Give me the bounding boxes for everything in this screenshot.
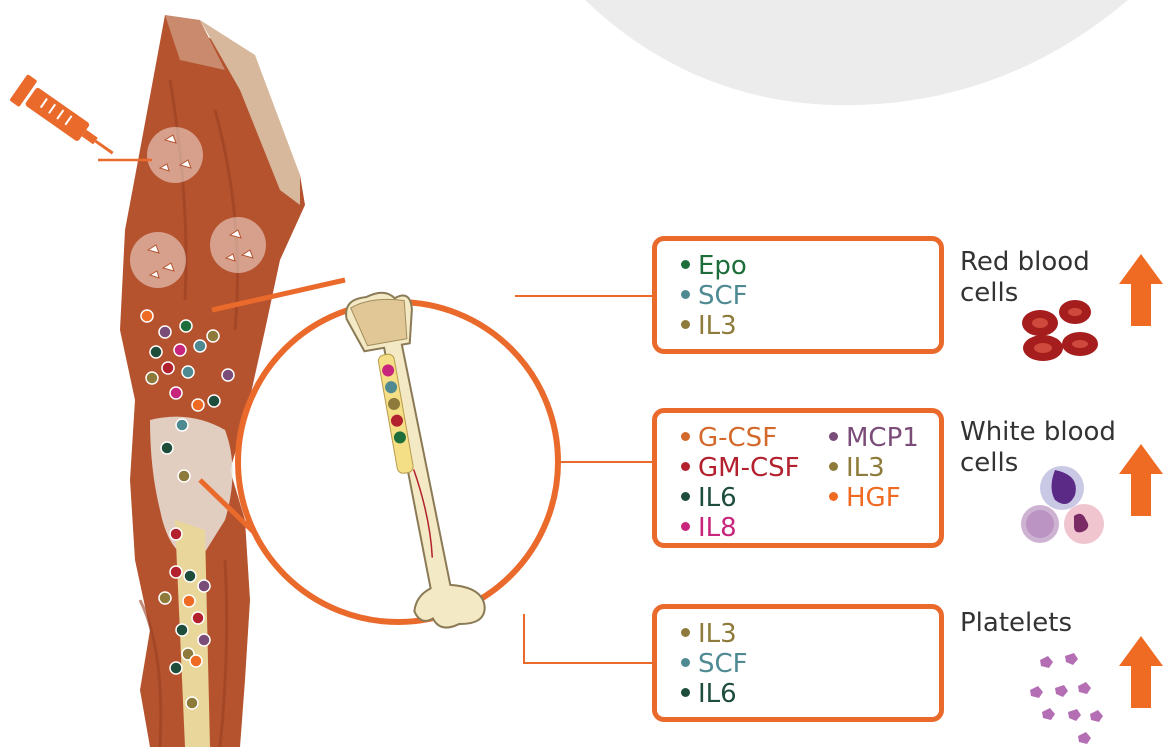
bullet-dot xyxy=(681,658,690,667)
cytokine-item: G-CSF xyxy=(681,423,777,453)
bullet-dot xyxy=(681,462,690,471)
cytokine-item: IL3 xyxy=(829,453,885,483)
cytokine-item: SCF xyxy=(681,649,748,679)
label-line: cells xyxy=(960,278,1090,309)
bullet-dot xyxy=(681,628,690,637)
label-line: cells xyxy=(960,448,1116,479)
cytokine-box-platelets: IL3 SCF IL6 xyxy=(652,604,944,722)
label-line: Platelets xyxy=(960,608,1072,639)
cytokine-label: GM-CSF xyxy=(698,453,800,483)
label-line: White blood xyxy=(960,417,1116,448)
cytokine-label: MCP1 xyxy=(846,423,919,453)
bullet-dot xyxy=(681,260,690,269)
cytokine-label: IL6 xyxy=(698,679,737,709)
cytokine-label: SCF xyxy=(698,281,748,311)
cytokine-label: IL3 xyxy=(698,311,737,341)
bullet-dot xyxy=(829,462,838,471)
cytokine-label: IL3 xyxy=(698,619,737,649)
cytokine-label: IL8 xyxy=(698,513,737,543)
cytokine-label: IL6 xyxy=(698,483,737,513)
bullet-dot xyxy=(681,320,690,329)
cytokine-label: G-CSF xyxy=(698,423,777,453)
cytokine-item: IL6 xyxy=(681,679,737,709)
cytokine-label: Epo xyxy=(698,251,747,281)
connector-platelets xyxy=(524,614,655,663)
label-red-blood-cells: Red blood cells xyxy=(960,247,1090,309)
cytokine-item: IL6 xyxy=(681,483,737,513)
platelets-illustration xyxy=(1030,653,1103,744)
cytokine-item: IL3 xyxy=(681,311,737,341)
bullet-dot xyxy=(681,492,690,501)
up-arrow-icon xyxy=(1119,254,1163,326)
cytokine-item: HGF xyxy=(829,483,901,513)
cytokine-item: SCF xyxy=(681,281,748,311)
cytokine-box-red-blood-cells: Epo SCF IL3 xyxy=(652,236,944,354)
up-arrow-icon xyxy=(1119,444,1163,516)
cytokine-item: IL3 xyxy=(681,619,737,649)
cytokine-item: MCP1 xyxy=(829,423,919,453)
cytokine-box-white-blood-cells: G-CSF MCP1 GM-CSF IL3 IL6 HGF IL8 xyxy=(652,408,944,548)
red-blood-cells-illustration xyxy=(1022,300,1098,361)
bullet-dot xyxy=(681,290,690,299)
label-platelets: Platelets xyxy=(960,608,1072,639)
bullet-dot xyxy=(829,432,838,441)
up-arrow-icon xyxy=(1119,636,1163,708)
cytokine-item: Epo xyxy=(681,251,747,281)
cytokine-label: IL3 xyxy=(846,453,885,483)
bullet-dot xyxy=(681,522,690,531)
label-white-blood-cells: White blood cells xyxy=(960,417,1116,479)
bullet-dot xyxy=(829,492,838,501)
label-line: Red blood xyxy=(960,247,1090,278)
cytokine-label: SCF xyxy=(698,649,748,679)
syringe-icon xyxy=(9,74,122,166)
cytokine-item: GM-CSF xyxy=(681,453,800,483)
bullet-dot xyxy=(681,432,690,441)
bullet-dot xyxy=(681,688,690,697)
cytokine-item: IL8 xyxy=(681,513,737,543)
cytokine-label: HGF xyxy=(846,483,901,513)
background-arc xyxy=(585,0,1128,105)
